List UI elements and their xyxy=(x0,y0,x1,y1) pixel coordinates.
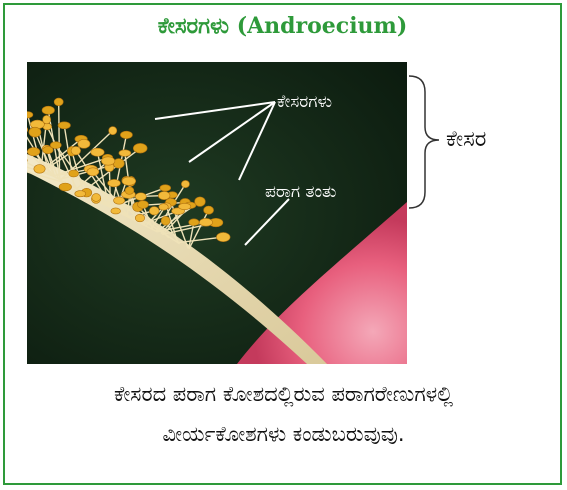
anther xyxy=(108,179,121,186)
anther xyxy=(160,185,171,192)
hibiscus-androecium-photo: ಕೇಸರಗಳು ಪರಾಗ ತಂತು xyxy=(27,62,407,364)
stamens-label: ಕೇಸರಗಳು xyxy=(277,92,332,112)
anther xyxy=(42,106,54,114)
anther xyxy=(119,150,131,157)
anther xyxy=(69,170,79,177)
anther xyxy=(43,115,51,123)
anther xyxy=(178,203,190,209)
anther xyxy=(189,219,199,226)
anther xyxy=(91,148,104,156)
anther xyxy=(137,201,148,209)
anther xyxy=(114,197,125,204)
anther xyxy=(59,183,71,191)
anther xyxy=(158,191,170,199)
anther xyxy=(133,143,147,153)
anther xyxy=(54,98,63,106)
anther xyxy=(101,157,114,165)
anther xyxy=(135,193,146,201)
anther xyxy=(109,127,117,135)
figure-title: ಕೇಸರಗಳು (Androecium) xyxy=(5,13,560,39)
anther xyxy=(78,139,90,148)
anther xyxy=(92,194,101,202)
anther xyxy=(120,131,132,138)
anther xyxy=(181,180,189,187)
anther xyxy=(29,127,41,137)
anther xyxy=(135,214,144,222)
anther xyxy=(195,197,206,207)
anther xyxy=(159,204,168,210)
anther xyxy=(75,191,86,197)
anther xyxy=(111,208,121,214)
anther xyxy=(43,146,53,153)
anther xyxy=(58,122,70,129)
anther xyxy=(125,187,134,195)
stamen-brace xyxy=(407,62,443,216)
anther xyxy=(204,206,214,214)
anther xyxy=(199,218,212,226)
anther xyxy=(161,216,170,225)
stamen-label: ಕೇಸರ xyxy=(446,127,486,152)
anther xyxy=(27,147,39,155)
anther xyxy=(216,232,230,241)
anther xyxy=(149,207,159,215)
caption: ಕೇಸರದ ಪರಾಗ ಕೋಶದಲ್ಲಿರುವ ಪರಾಗರೇಣುಗಳಲ್ಲಿ ವೀ… xyxy=(0,374,567,454)
filament xyxy=(59,102,60,180)
caption-line-1: ಕೇಸರದ ಪರಾಗ ಕೋಶದಲ್ಲಿರುವ ಪರಾಗರೇಣುಗಳಲ್ಲಿ xyxy=(0,374,567,414)
caption-line-2: ವೀರ್ಯಕೋಶಗಳು ಕಂಡುಬರುವುವು. xyxy=(0,414,567,454)
anther xyxy=(34,165,45,174)
filaments-label: ಪರಾಗ ತಂತು xyxy=(265,182,336,202)
anther xyxy=(122,177,136,185)
anther xyxy=(87,168,99,176)
anther xyxy=(71,146,81,154)
